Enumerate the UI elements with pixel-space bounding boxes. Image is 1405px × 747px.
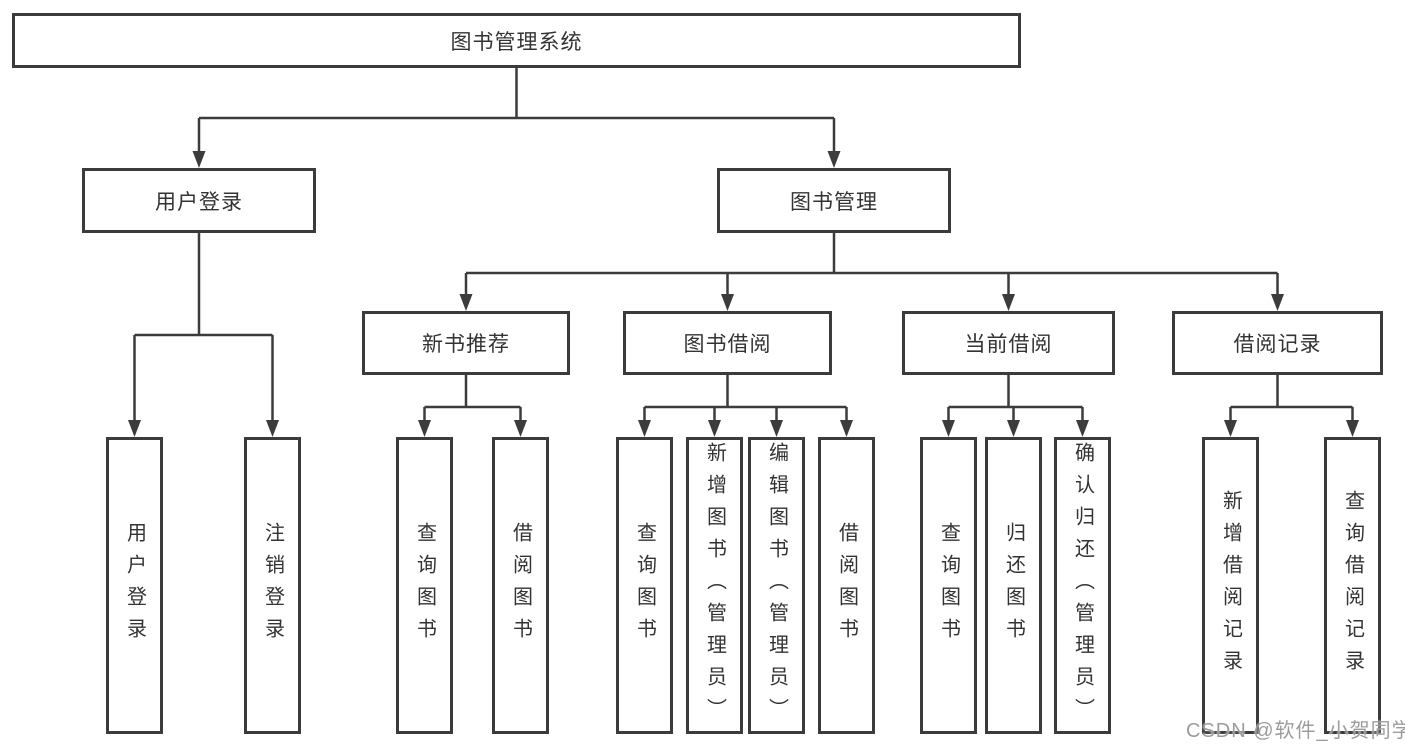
- csdn-watermark: CSDN @软件_小贺同学: [1186, 720, 1405, 742]
- node-label: 新增图书（管理员）: [703, 441, 726, 730]
- node-user-login: 用户登录: [82, 168, 316, 233]
- leaf-query-books-2: 查询图书: [616, 437, 673, 734]
- node-label: 归还图书: [1002, 521, 1025, 650]
- node-label: 用户登录: [123, 521, 146, 650]
- node-label: 新增借阅记录: [1219, 489, 1242, 682]
- node-label: 用户登录: [155, 190, 243, 214]
- node-label: 当前借阅: [964, 333, 1053, 356]
- node-library-management-system: 图书管理系统: [12, 13, 1021, 68]
- node-label: 注销登录: [261, 521, 284, 650]
- leaf-logout: 注销登录: [244, 437, 301, 734]
- leaf-add-books-admin: 新增图书（管理员）: [686, 437, 743, 734]
- node-label: 查询图书: [413, 521, 436, 650]
- node-label: 新书推荐: [422, 333, 510, 356]
- leaf-return-books: 归还图书: [985, 437, 1042, 734]
- leaf-query-books-1: 查询图书: [396, 437, 453, 734]
- leaf-borrow-books-1: 借阅图书: [492, 437, 549, 734]
- tree-edges: [133, 68, 1354, 422]
- leaf-confirm-return-admin: 确认归还（管理员）: [1054, 437, 1111, 734]
- node-book-borrowing: 图书借阅: [623, 311, 832, 375]
- node-new-book-recommendation: 新书推荐: [362, 311, 570, 375]
- node-label: 借阅图书: [509, 521, 532, 650]
- node-book-management: 图书管理: [717, 168, 951, 233]
- node-borrowing-records: 借阅记录: [1172, 311, 1383, 375]
- leaf-query-books-3: 查询图书: [920, 437, 977, 734]
- node-label: 查询图书: [633, 521, 656, 650]
- leaf-add-borrow-record: 新增借阅记录: [1202, 437, 1259, 734]
- node-label: 借阅记录: [1233, 333, 1322, 356]
- node-label: 确认归还（管理员）: [1071, 441, 1094, 730]
- node-label: 图书管理: [790, 190, 878, 214]
- leaf-user-login: 用户登录: [106, 437, 163, 734]
- node-label: 查询图书: [937, 521, 960, 650]
- arrowheads: [128, 151, 1359, 437]
- leaf-query-borrow-record: 查询借阅记录: [1324, 437, 1381, 734]
- leaf-edit-books-admin: 编辑图书（管理员）: [748, 437, 805, 734]
- node-label: 图书借阅: [683, 333, 772, 356]
- node-label: 借阅图书: [835, 521, 858, 650]
- node-label: 查询借阅记录: [1341, 489, 1364, 682]
- node-label: 图书管理系统: [450, 30, 583, 54]
- node-label: 编辑图书（管理员）: [765, 441, 788, 730]
- leaf-borrow-books-2: 借阅图书: [818, 437, 875, 734]
- node-current-borrowing: 当前借阅: [902, 311, 1115, 375]
